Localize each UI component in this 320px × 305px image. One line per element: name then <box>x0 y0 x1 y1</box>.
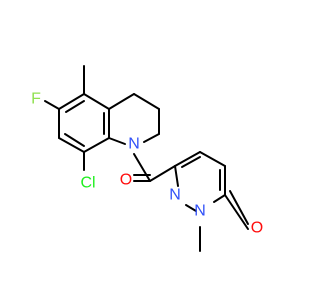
bond <box>58 93 85 110</box>
ring-nitrogen-label: N <box>128 136 140 153</box>
molecule-canvas: F Cl N N N O O <box>31 65 263 252</box>
bond <box>213 194 226 203</box>
fluorine-label: F <box>31 91 41 108</box>
bond <box>65 100 85 113</box>
bond <box>174 151 201 167</box>
chlorine-label: Cl <box>80 175 95 192</box>
pyridazinone-nitrogen-b-label: N <box>194 203 206 220</box>
bond <box>149 165 176 182</box>
bond <box>58 137 85 153</box>
atom-labels: F Cl N N N O O <box>31 91 263 237</box>
bond <box>143 133 160 143</box>
bond <box>108 137 126 145</box>
bond <box>83 137 110 153</box>
bond <box>64 133 85 147</box>
bond <box>108 93 135 110</box>
bond <box>133 93 160 110</box>
bond <box>199 151 226 167</box>
bond <box>229 190 249 225</box>
bond <box>185 204 197 212</box>
bond <box>181 156 201 168</box>
bond <box>174 165 179 187</box>
carbonyl-oxygen-label: O <box>120 172 132 189</box>
bond <box>224 194 249 230</box>
chemical-structure-diagram: F Cl N N N O O <box>31 65 263 252</box>
bond <box>44 100 60 110</box>
ketone-oxygen-label: O <box>251 220 263 237</box>
bond <box>83 93 110 110</box>
bonds <box>44 65 249 252</box>
bond <box>133 153 151 182</box>
pyridazinone-nitrogen-a-label: N <box>169 187 181 204</box>
